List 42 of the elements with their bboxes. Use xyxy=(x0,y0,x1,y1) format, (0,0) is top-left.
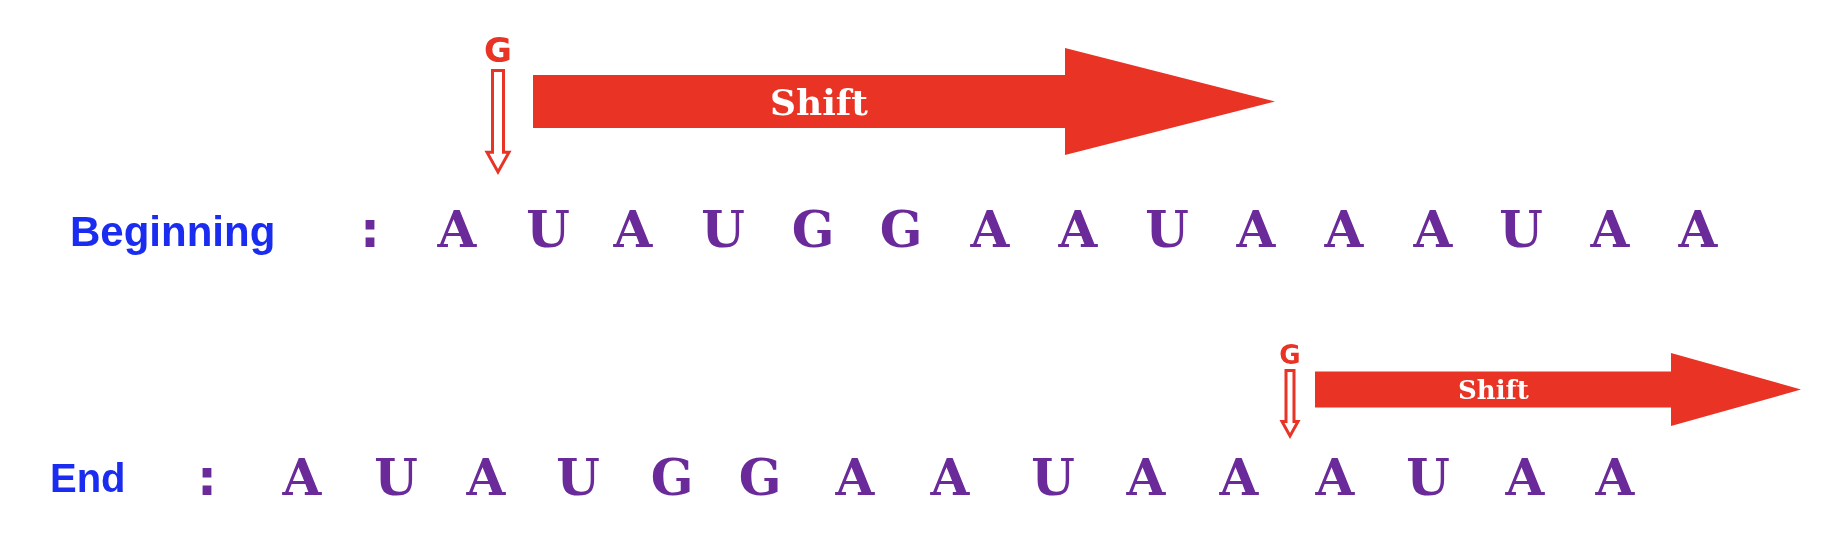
nucleotide-letter: A xyxy=(1324,205,1364,255)
nucleotide-letter: A xyxy=(1126,453,1166,503)
nucleotide-letter: U xyxy=(1499,205,1543,255)
nucleotide-letter: A xyxy=(613,205,653,255)
colon: : xyxy=(197,449,217,507)
nucleotide-letter: A xyxy=(1058,205,1098,255)
nucleotide-letter: U xyxy=(1406,453,1450,503)
row-heading: End xyxy=(50,455,126,501)
nucleotide-letter: A xyxy=(970,205,1010,255)
nucleotide-letter: U xyxy=(526,205,570,255)
insertion-arrow xyxy=(484,68,512,176)
nucleotide-letter: U xyxy=(1145,205,1189,255)
nucleotide-letter: A xyxy=(437,205,477,255)
nucleotide-letter: U xyxy=(374,453,418,503)
nucleotide-letter: G xyxy=(879,205,923,255)
nucleotide-letter: A xyxy=(930,453,970,503)
nucleotide-letter: A xyxy=(1590,205,1630,255)
nucleotide-letter: A xyxy=(282,453,322,503)
nucleotide-letter: A xyxy=(1413,205,1453,255)
nucleotide-letter: A xyxy=(1678,205,1718,255)
row-heading: Beginning xyxy=(70,208,276,256)
arrow-label: Shift xyxy=(1458,376,1529,403)
nucleotide-letter: A xyxy=(1236,205,1276,255)
inserted-base-label: G xyxy=(1279,342,1301,368)
nucleotide-letter: U xyxy=(701,205,745,255)
nucleotide-letter: A xyxy=(1595,453,1635,503)
shift-arrow xyxy=(533,48,1275,155)
nucleotide-letter: G xyxy=(650,453,694,503)
shift-arrow xyxy=(1315,353,1801,426)
colon: : xyxy=(360,201,380,259)
nucleotide-letter: G xyxy=(791,205,835,255)
nucleotide-letter: A xyxy=(1219,453,1259,503)
nucleotide-letter: U xyxy=(556,453,600,503)
arrow-label: Shift xyxy=(770,83,868,120)
inserted-base-label: G xyxy=(484,33,512,67)
insertion-arrow xyxy=(1279,369,1301,440)
nucleotide-letter: G xyxy=(738,453,782,503)
nucleotide-letter: U xyxy=(1031,453,1075,503)
nucleotide-letter: A xyxy=(1315,453,1355,503)
nucleotide-letter: A xyxy=(1505,453,1545,503)
nucleotide-letter: A xyxy=(466,453,506,503)
nucleotide-letter: A xyxy=(835,453,875,503)
